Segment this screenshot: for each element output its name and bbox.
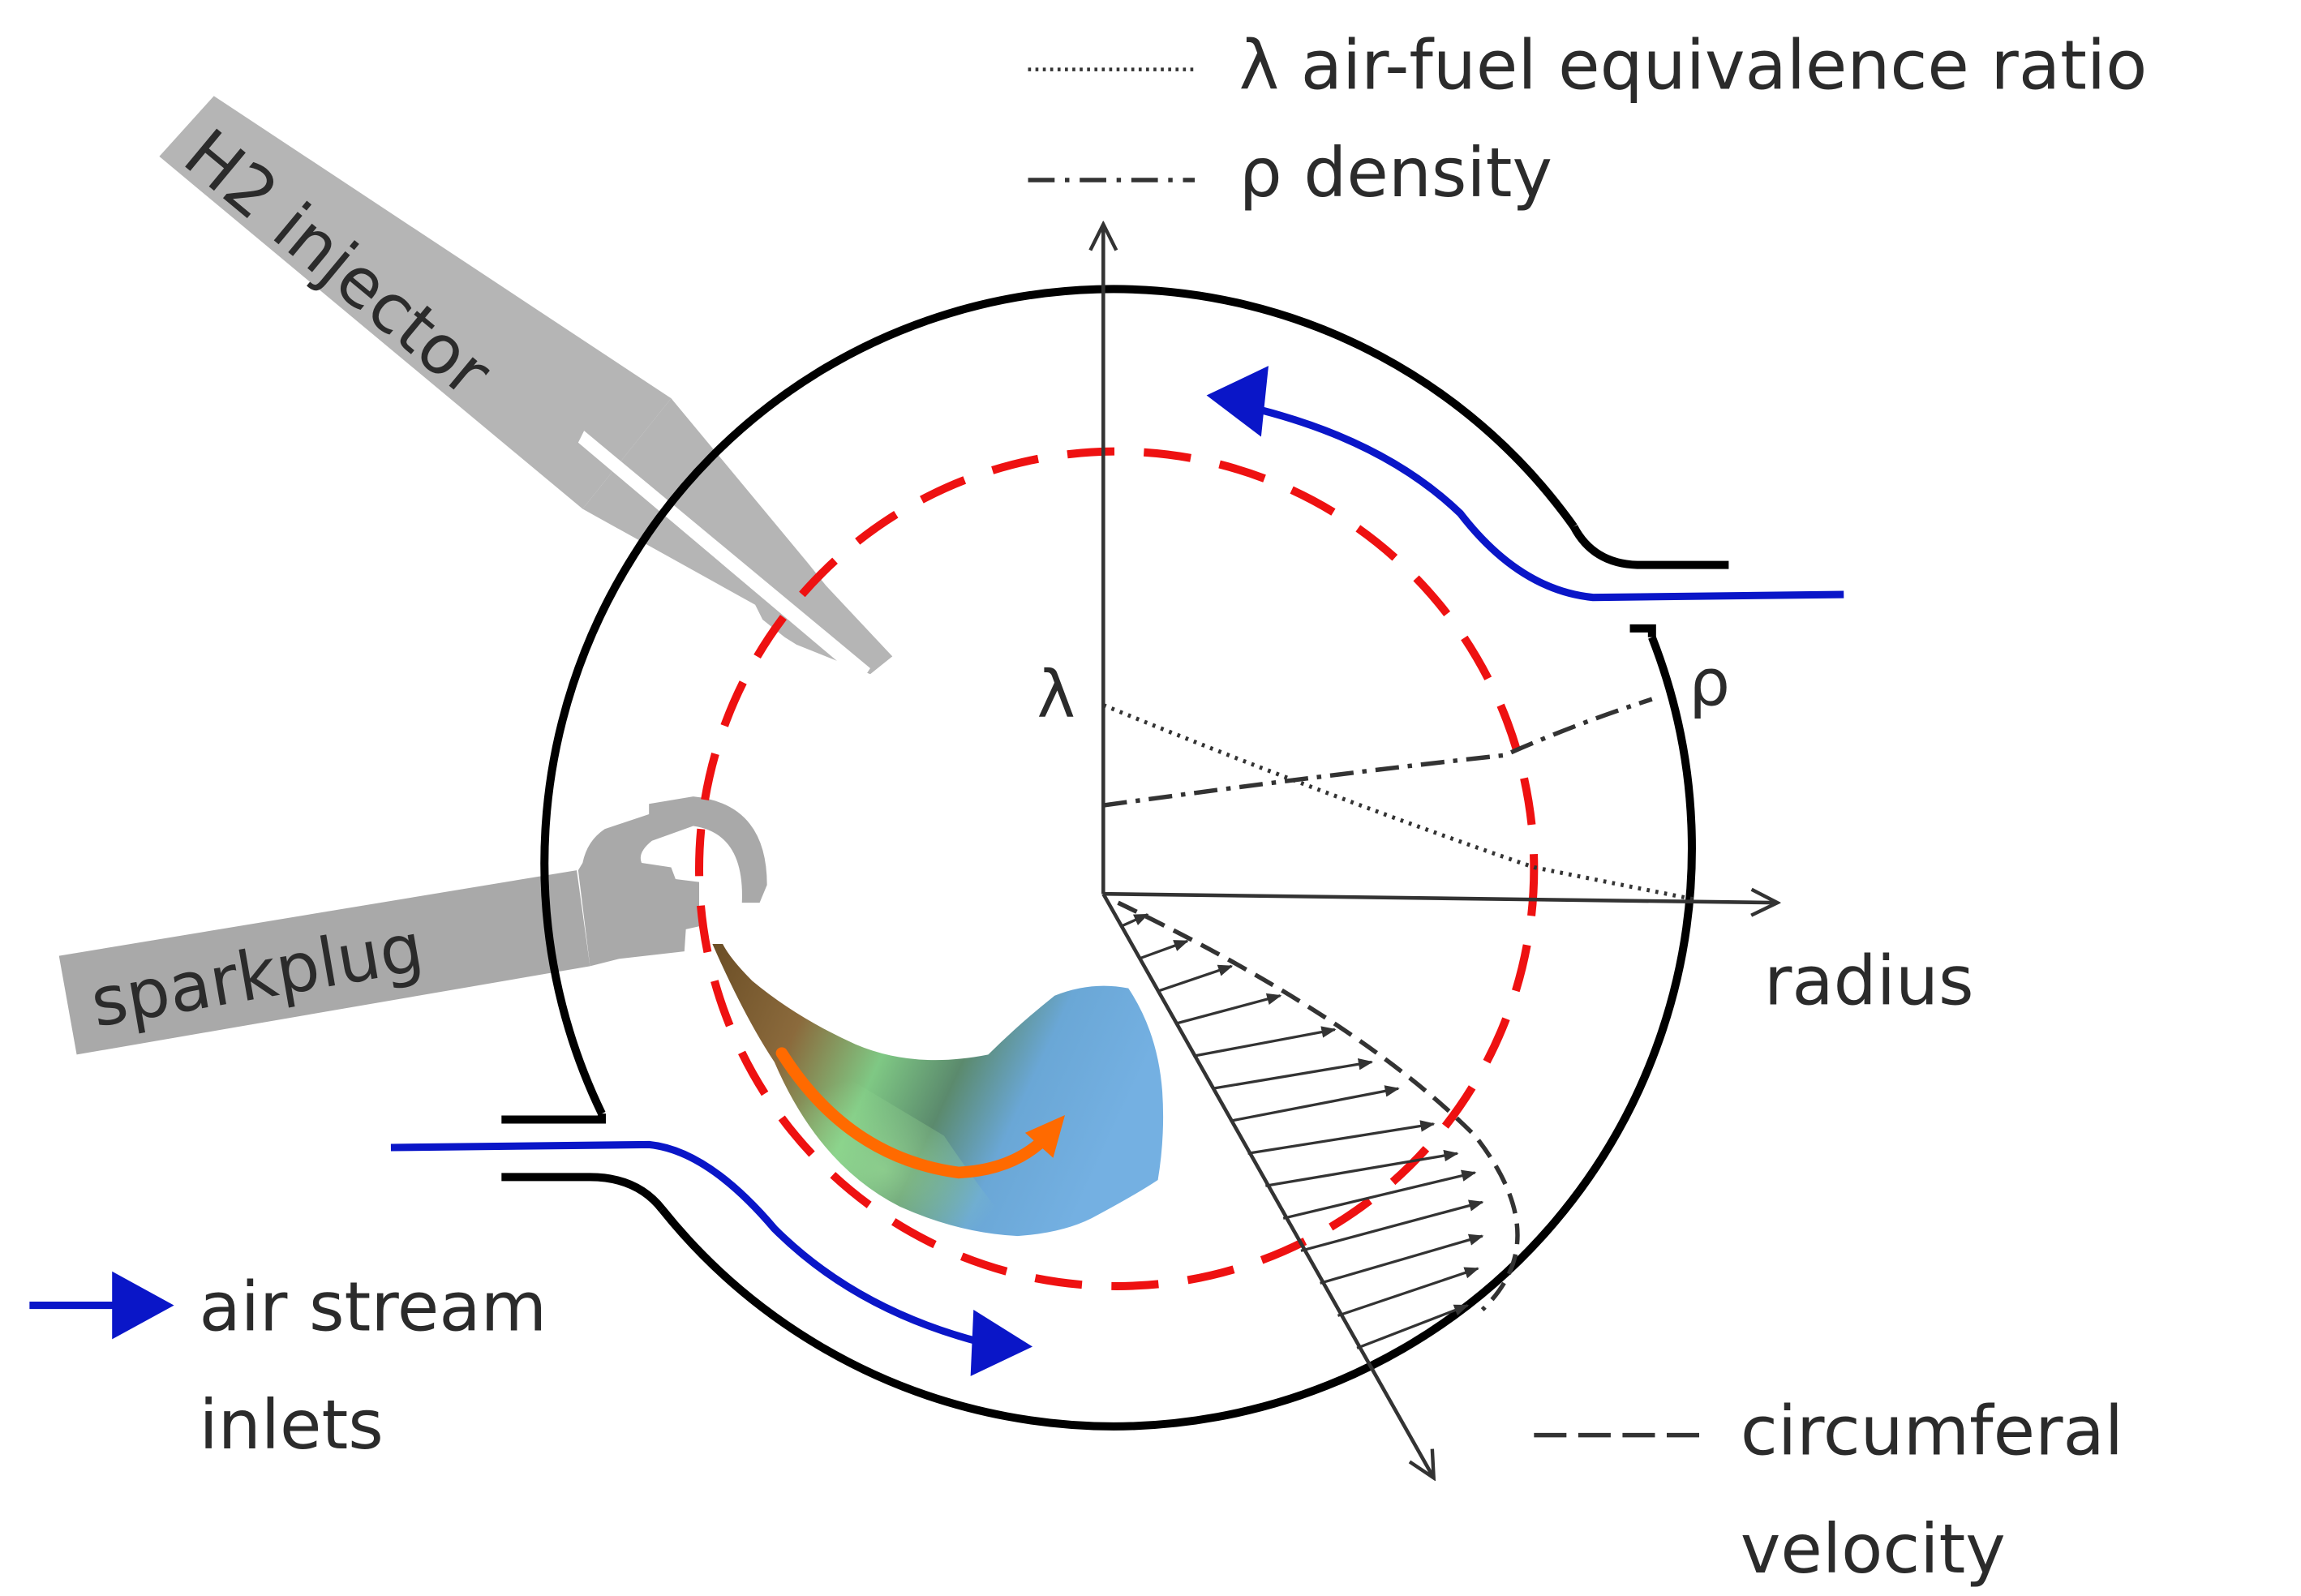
velocity-vector — [1157, 964, 1234, 993]
velocity-vector — [1120, 913, 1149, 928]
radius-axis-label: radius — [1764, 942, 1974, 1021]
injector-slot — [577, 431, 870, 682]
flame-highlight — [774, 1047, 1018, 1237]
legend-rho-label: ρ density — [1239, 133, 1552, 212]
velocity-vector — [1300, 1199, 1484, 1252]
h2-injector: H2 injector — [159, 96, 893, 682]
air-stream-upper-arrowhead — [1206, 366, 1269, 437]
flame-kernel — [712, 944, 1164, 1237]
combustion-chamber — [501, 285, 1729, 1431]
profile-axes — [1103, 225, 1777, 1478]
air-stream-lower-arrowhead — [970, 1310, 1033, 1376]
air-stream-lower-line — [390, 1140, 982, 1346]
air-stream-label-line1: air stream — [200, 1268, 547, 1347]
air-stream-upper-line — [1260, 406, 1844, 602]
velocity-profile-curve — [1117, 900, 1520, 1312]
velocity-vector — [1282, 1169, 1477, 1220]
velocity-vector — [1356, 1304, 1470, 1349]
velocity-vector — [1230, 1085, 1400, 1122]
chamber-wall-main — [540, 285, 1578, 1116]
air-stream-legend-arrowhead — [112, 1271, 174, 1340]
sparkplug-head — [577, 796, 767, 967]
lower-inlet-lip — [501, 1113, 606, 1124]
velocity-vector — [1247, 1120, 1436, 1155]
rho-axis-label: ρ — [1689, 645, 1730, 720]
sparkplug: sparkplug — [58, 796, 767, 1055]
chamber-wall-lower — [659, 635, 1696, 1431]
velocity-vector — [1174, 993, 1282, 1025]
injector-tip — [582, 398, 893, 675]
lambda-axis-label: λ — [1037, 657, 1075, 732]
lower-inlet-channel — [501, 1173, 666, 1212]
velocity-vector — [1192, 1026, 1337, 1058]
velocity-vectors — [1120, 913, 1484, 1349]
velocity-label-line1: circumferal — [1741, 1391, 2123, 1470]
velocity-vector — [1265, 1149, 1459, 1187]
flame-arrow — [775, 1047, 1057, 1179]
air-stream-lower — [390, 1140, 1033, 1376]
injector-body — [159, 96, 672, 509]
air-stream-upper — [1206, 366, 1844, 602]
flame-arrow-head — [1024, 1114, 1066, 1158]
velocity-vector — [1212, 1058, 1374, 1090]
velocity-vector — [1320, 1233, 1484, 1285]
sparkplug-body — [58, 870, 590, 1055]
upper-inlet-channel — [1569, 524, 1729, 569]
velocity-legend: circumferal velocity — [1534, 1391, 2123, 1589]
velocity-vector — [1337, 1267, 1479, 1317]
legend-lambda-label: λ air-fuel equivalence ratio — [1239, 25, 2148, 105]
velocity-vector — [1138, 939, 1189, 960]
velocity-label-line2: velocity — [1741, 1509, 2006, 1589]
upper-inlet-lip — [1629, 624, 1656, 637]
radius-axis — [1103, 894, 1777, 903]
rho-profile-curve — [1102, 697, 1653, 808]
flame-surface — [712, 944, 1164, 1237]
lambda-profile-curve — [1102, 703, 1697, 902]
air-stream-legend: air stream inlets — [29, 1268, 547, 1465]
air-stream-label-line2: inlets — [200, 1385, 384, 1465]
